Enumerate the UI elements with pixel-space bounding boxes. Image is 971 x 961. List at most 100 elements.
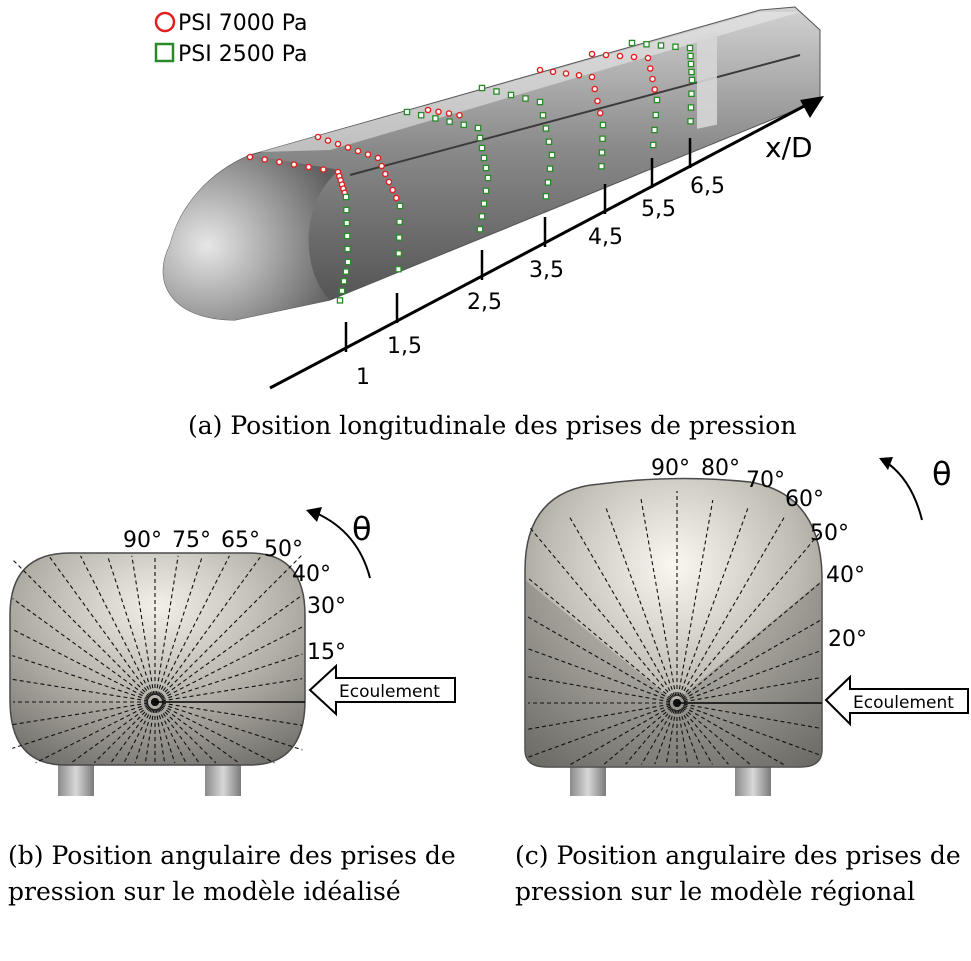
tap-marker-circle xyxy=(261,156,268,163)
tap-ray xyxy=(154,701,303,726)
tap-ray xyxy=(134,701,156,764)
tap-marker-circle xyxy=(334,140,342,148)
tap-marker-square xyxy=(395,234,403,241)
tap-marker-square xyxy=(474,124,482,132)
tap-marker-circle xyxy=(644,54,652,62)
tap-ray xyxy=(676,702,821,756)
tap-marker-square xyxy=(432,115,439,122)
tap-ray xyxy=(154,678,303,703)
caption-c-line-2: pression sur le modèle régional xyxy=(515,877,916,906)
tap-ray xyxy=(48,555,156,703)
tap-marker-square xyxy=(484,174,492,182)
tap-ray xyxy=(527,676,678,704)
flow-label-b: Ecoulement xyxy=(339,682,440,702)
angle-label: 65° xyxy=(221,528,260,553)
tap-ray xyxy=(676,702,689,765)
tap-marker-square xyxy=(650,141,657,149)
tap-marker-square xyxy=(536,98,544,106)
tap-marker-circle xyxy=(562,70,570,77)
theta-label-c: θ xyxy=(932,455,952,493)
leg-left xyxy=(58,762,94,796)
tap-marker-circle xyxy=(424,106,432,114)
tap-ray xyxy=(654,702,678,765)
tap-marker-square xyxy=(396,218,403,226)
angle-label: 40° xyxy=(292,562,331,587)
x-axis-tick-label: 1,5 xyxy=(387,334,422,359)
tap-marker-circle xyxy=(591,85,599,93)
flow-arrow-b: Ecoulement xyxy=(308,663,456,717)
tap-marker-square xyxy=(480,154,488,162)
tap-marker-circle xyxy=(314,133,322,141)
tap-marker-circle xyxy=(393,194,400,202)
idealised-section-shape xyxy=(9,552,306,766)
tap-marker-circle xyxy=(378,162,385,170)
train-side-groove xyxy=(349,54,801,176)
pressure-taps xyxy=(246,39,696,304)
tap-ray xyxy=(35,701,156,764)
tap-rays-c xyxy=(526,491,821,766)
angle-label: 90° xyxy=(123,528,162,553)
tap-marker-circle xyxy=(646,65,654,72)
tap-ray xyxy=(80,555,156,703)
x-axis-arrowhead xyxy=(800,96,824,118)
tap-ray xyxy=(665,702,678,765)
angle-labels-b: 90°75°65°50°40°30°15° xyxy=(123,528,346,665)
angle-label: 80° xyxy=(701,456,740,481)
tap-marker-circle xyxy=(588,73,596,81)
tap-marker-square xyxy=(344,245,351,253)
tap-marker-square xyxy=(598,149,606,156)
tap-marker-square xyxy=(336,297,344,304)
tap-marker-square xyxy=(542,125,550,132)
tap-ray xyxy=(154,701,217,764)
tap-ray xyxy=(131,555,156,703)
caption-b-line-1: (b) Position angulaire des prises de xyxy=(8,841,456,870)
tap-ray xyxy=(676,702,751,766)
x-axis-tick-label: 4,5 xyxy=(588,225,623,250)
tap-ray xyxy=(676,500,714,704)
caption-b-line-2: pression sur le modèle idéalisé xyxy=(8,877,401,906)
tap-marker-circle xyxy=(445,110,453,117)
train-nose xyxy=(163,155,340,320)
tap-ray xyxy=(676,702,713,765)
regional-section-shape xyxy=(524,477,823,768)
tap-marker-square xyxy=(403,108,411,116)
tap-ray xyxy=(154,594,303,703)
tap-marker-square xyxy=(539,112,547,119)
tap-marker-square xyxy=(480,200,488,207)
tap-marker-circle xyxy=(575,71,583,79)
train-roof-highlight xyxy=(260,12,800,152)
x-axis-tick-label: 2,5 xyxy=(467,290,502,315)
tap-marker-circle xyxy=(536,66,544,74)
theta-arrow-b-icon xyxy=(315,512,371,579)
panel-a: x/D 11,52,53,54,55,56,5 PSI 7000 Pa PSI … xyxy=(154,6,824,390)
angle-label: 15° xyxy=(307,640,346,665)
tap-marker-square xyxy=(396,202,404,210)
tap-marker-square xyxy=(395,250,403,257)
theta-label-b: θ xyxy=(352,510,372,548)
panel-b: 90°75°65°50°40°30°15° θ Ecoulement xyxy=(9,507,456,796)
tap-ray xyxy=(676,650,821,704)
tap-ray xyxy=(154,653,303,703)
tap-ray xyxy=(154,555,262,703)
tap-ray xyxy=(154,701,303,751)
tap-marker-square xyxy=(340,277,348,285)
tap-marker-square xyxy=(599,121,607,129)
train-ring xyxy=(697,32,717,129)
caption-b: (b) Position angulaire des prises de pre… xyxy=(8,838,456,910)
tap-ray xyxy=(154,555,230,703)
tap-ray xyxy=(676,702,820,729)
tap-ray xyxy=(110,701,156,763)
tap-marker-circle xyxy=(602,51,610,59)
tap-marker-circle xyxy=(594,97,601,105)
tap-marker-circle xyxy=(456,111,463,119)
tap-marker-circle xyxy=(344,144,352,151)
tap-marker-circle xyxy=(290,161,298,168)
tap-marker-square xyxy=(493,88,500,95)
tap-marker-square xyxy=(342,268,350,275)
angle-label: 30° xyxy=(307,594,346,619)
tap-ray xyxy=(569,516,678,704)
tap-marker-circle xyxy=(549,68,557,76)
tap-ray xyxy=(12,678,156,703)
x-axis-tick-label: 6,5 xyxy=(690,174,725,199)
